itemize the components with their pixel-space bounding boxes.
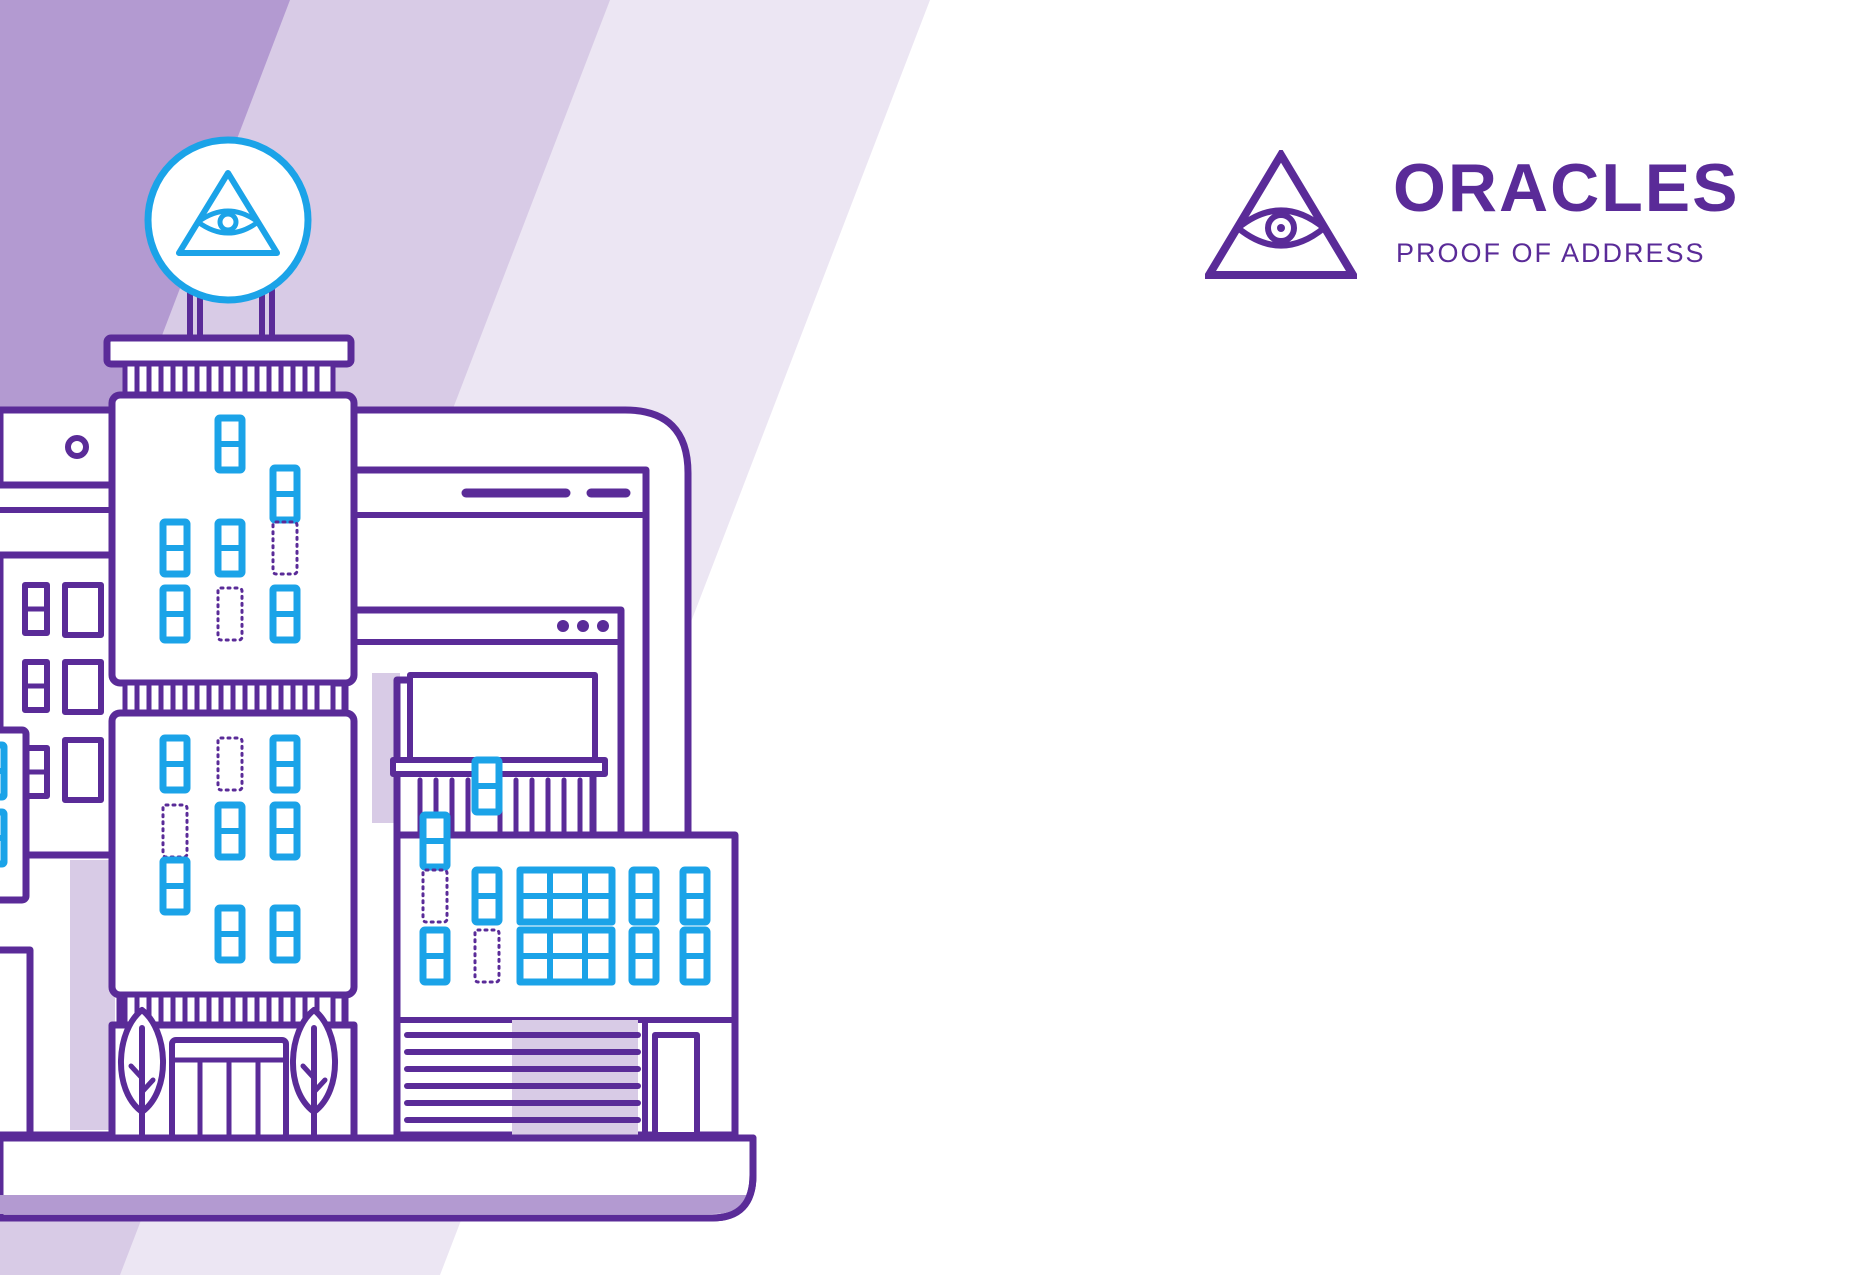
rooftop-sign [144,136,312,304]
garage-door [404,1032,641,1123]
webcam-icon [65,435,89,459]
door [652,1032,700,1138]
window-dot [597,620,609,632]
brand-subtitle: PROOF OF ADDRESS [1396,238,1706,268]
laptop-base [0,1134,757,1222]
eye-in-triangle-icon [1205,150,1357,279]
brand-title: ORACLES [1393,150,1740,226]
window-dot [577,620,589,632]
left-building [0,481,134,1139]
brand: ORACLES PROOF OF ADDRESS [1205,150,1745,280]
central-tower [103,287,358,1142]
eye-in-triangle-icon [176,170,280,256]
window-dot [557,620,569,632]
right-building [390,672,739,1139]
